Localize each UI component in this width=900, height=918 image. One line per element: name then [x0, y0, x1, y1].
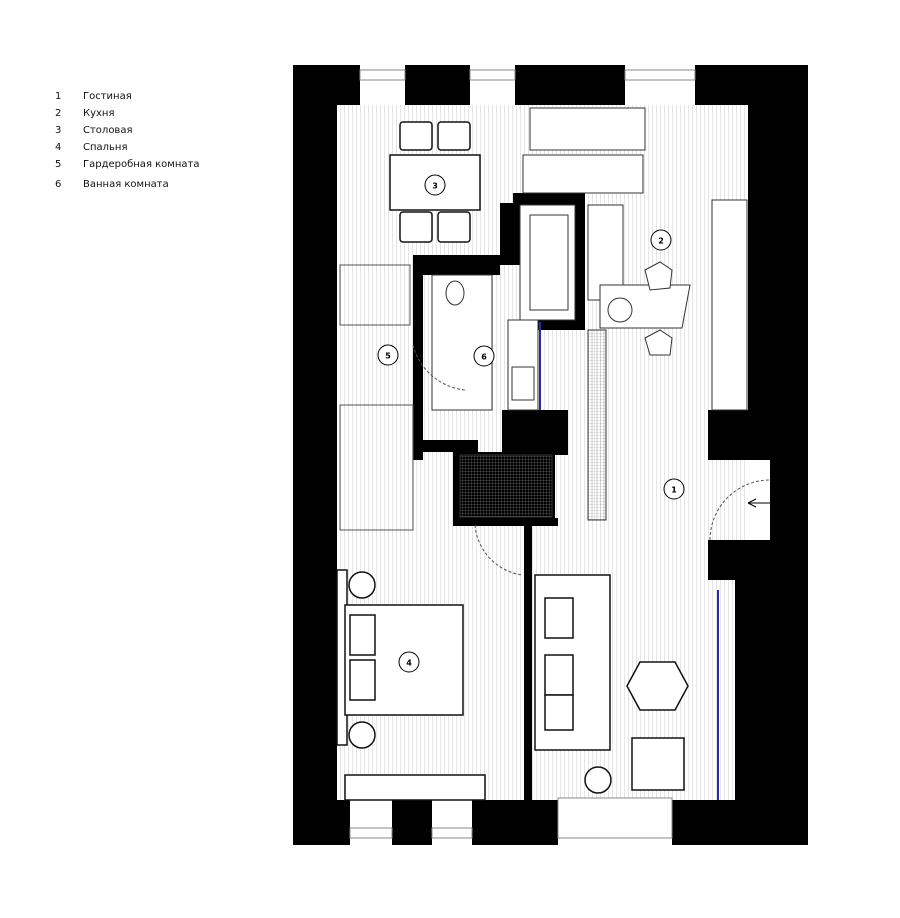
bathroom-fixtures	[431, 204, 607, 521]
svg-text:2: 2	[658, 237, 664, 246]
svg-text:3: 3	[432, 182, 438, 191]
legend-item: 4 Спальня	[55, 139, 199, 156]
room-marker-6: 6	[473, 345, 495, 367]
legend-item: 1 Гостиная	[55, 88, 199, 105]
legend-number: 5	[55, 159, 62, 170]
legend-label: Столовая	[83, 125, 133, 136]
legend-item: 6 Ванная комната	[55, 176, 199, 193]
dining-set	[389, 121, 481, 243]
legend-label: Ванная комната	[83, 179, 169, 190]
legend-item: 3 Столовая	[55, 122, 199, 139]
legend-label: Кухня	[83, 108, 115, 119]
room-marker-2: 2	[650, 229, 672, 251]
legend-item: 2 Кухня	[55, 105, 199, 122]
legend-number: 1	[55, 91, 62, 102]
svg-text:1: 1	[671, 486, 677, 495]
legend-label: Гостиная	[83, 91, 132, 102]
room-marker-4: 4	[398, 651, 420, 673]
room-marker-1: 1	[663, 478, 685, 500]
legend-number: 6	[55, 179, 62, 190]
room-marker-3: 3	[424, 174, 446, 196]
svg-text:6: 6	[481, 353, 487, 362]
legend-item: 5 Гардеробная комната	[55, 156, 199, 173]
exterior-walls	[293, 65, 808, 845]
svg-text:5: 5	[385, 352, 391, 361]
wardrobe	[339, 264, 466, 531]
legend-label: Спальня	[83, 142, 128, 153]
living-furniture	[534, 479, 798, 800]
windows	[349, 69, 696, 839]
legend-number: 4	[55, 142, 62, 153]
svg-text:4: 4	[406, 659, 412, 668]
legend-label: Гардеробная комната	[83, 159, 200, 170]
room-marker-5: 5	[377, 344, 399, 366]
legend-number: 3	[55, 125, 62, 136]
room-legend: 1 Гостиная 2 Кухня 3 Столовая 4 Спальня 5 Гар…	[55, 88, 199, 193]
legend-number: 2	[55, 108, 62, 119]
kitchen-units	[522, 107, 748, 411]
